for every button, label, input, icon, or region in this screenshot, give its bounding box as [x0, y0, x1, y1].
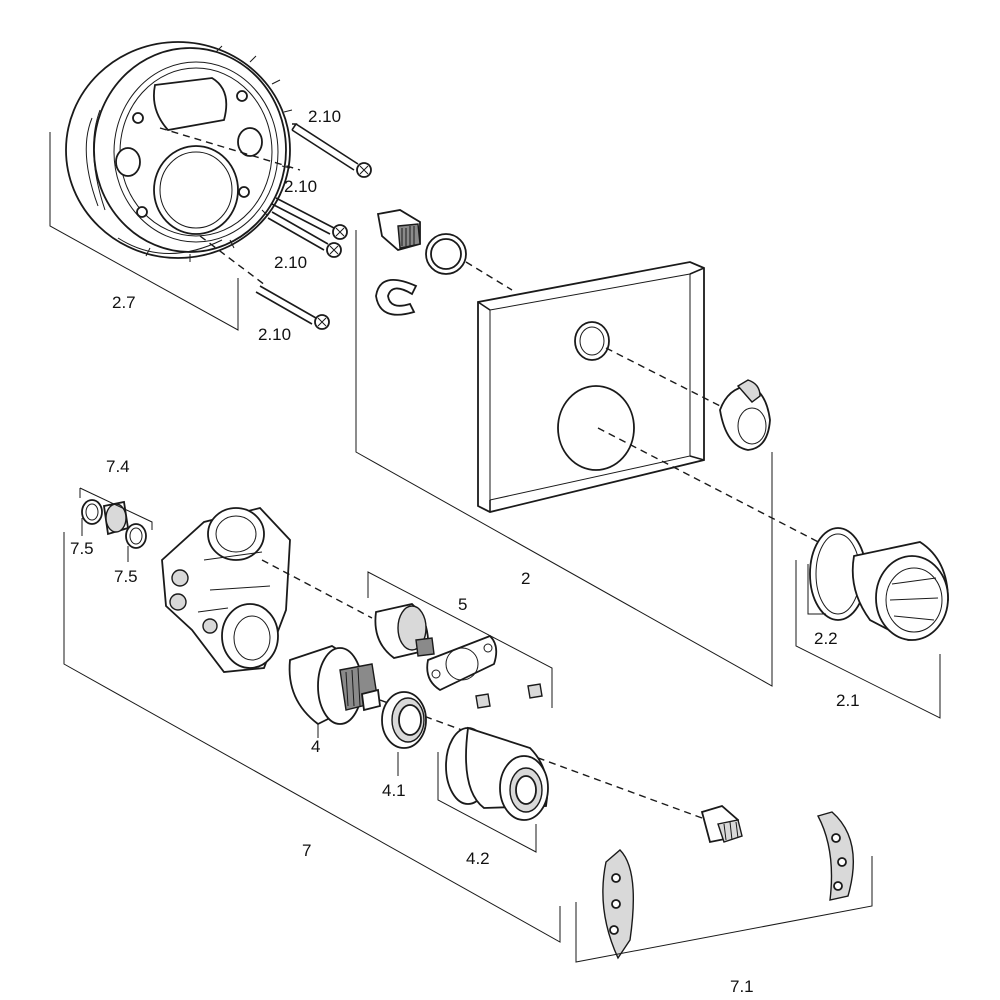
screw-2-10-c — [267, 211, 342, 258]
small-screw-b — [527, 683, 543, 699]
screw-2-10-a — [291, 123, 372, 178]
label-4-1: 4.1 — [382, 781, 406, 800]
cover-plate-part — [477, 261, 831, 549]
adjustment-ring-part — [381, 691, 427, 749]
snap-ring-part — [425, 233, 467, 275]
diverter-spindle-part — [376, 209, 421, 251]
screw-2-10-b — [271, 197, 348, 240]
label-4: 4 — [311, 737, 320, 756]
bracket-7 — [63, 532, 561, 943]
axis-line-diverter — [465, 261, 513, 291]
mounting-ring-part — [65, 41, 301, 286]
label-2-10-c: 2.10 — [274, 253, 307, 272]
diverter-cartridge-part — [374, 603, 435, 659]
bracket-7-4 — [79, 487, 153, 530]
bracket-2-1 — [795, 560, 941, 719]
label-7-4: 7.4 — [106, 457, 130, 476]
bracket-7-1 — [575, 856, 873, 963]
label-2-1: 2.1 — [836, 691, 860, 710]
label-2-7: 2.7 — [112, 293, 136, 312]
label-2-10-a: 2.10 — [308, 107, 341, 126]
mounting-bracket-right-part — [816, 811, 854, 901]
label-2-10-d: 2.10 — [258, 325, 291, 344]
thermostatic-cartridge-part — [288, 645, 381, 726]
extension-sleeve-part — [445, 726, 549, 821]
spline-adapter-part — [700, 804, 743, 844]
label-7-5-b: 7.5 — [114, 567, 138, 586]
label-4-2: 4.2 — [466, 849, 490, 868]
mounting-bracket-left-part — [602, 849, 634, 960]
label-7-5-a: 7.5 — [70, 539, 94, 558]
gasket-plate-part — [426, 634, 498, 692]
bracket-4-2 — [437, 752, 537, 853]
thermostat-handle-part — [809, 527, 949, 641]
small-screw-a — [475, 693, 491, 709]
retaining-clip-part — [375, 279, 418, 316]
bracket-5 — [367, 571, 553, 708]
bracket-2-2 — [807, 564, 826, 615]
label-7: 7 — [302, 841, 311, 860]
axis-line-cartridge — [379, 699, 703, 819]
bracket-2-7 — [49, 132, 239, 331]
label-2-10-b: 2.10 — [284, 177, 317, 196]
label-7-1: 7.1 — [730, 977, 754, 996]
adapter-7-4-part — [81, 499, 147, 549]
diverter-handle-part — [719, 379, 771, 451]
label-5: 5 — [458, 595, 467, 614]
screw-2-10-d — [255, 285, 330, 330]
label-2: 2 — [521, 569, 530, 588]
label-2-2: 2.2 — [814, 629, 838, 648]
bracket-2 — [355, 230, 773, 687]
valve-body-part — [161, 506, 373, 673]
